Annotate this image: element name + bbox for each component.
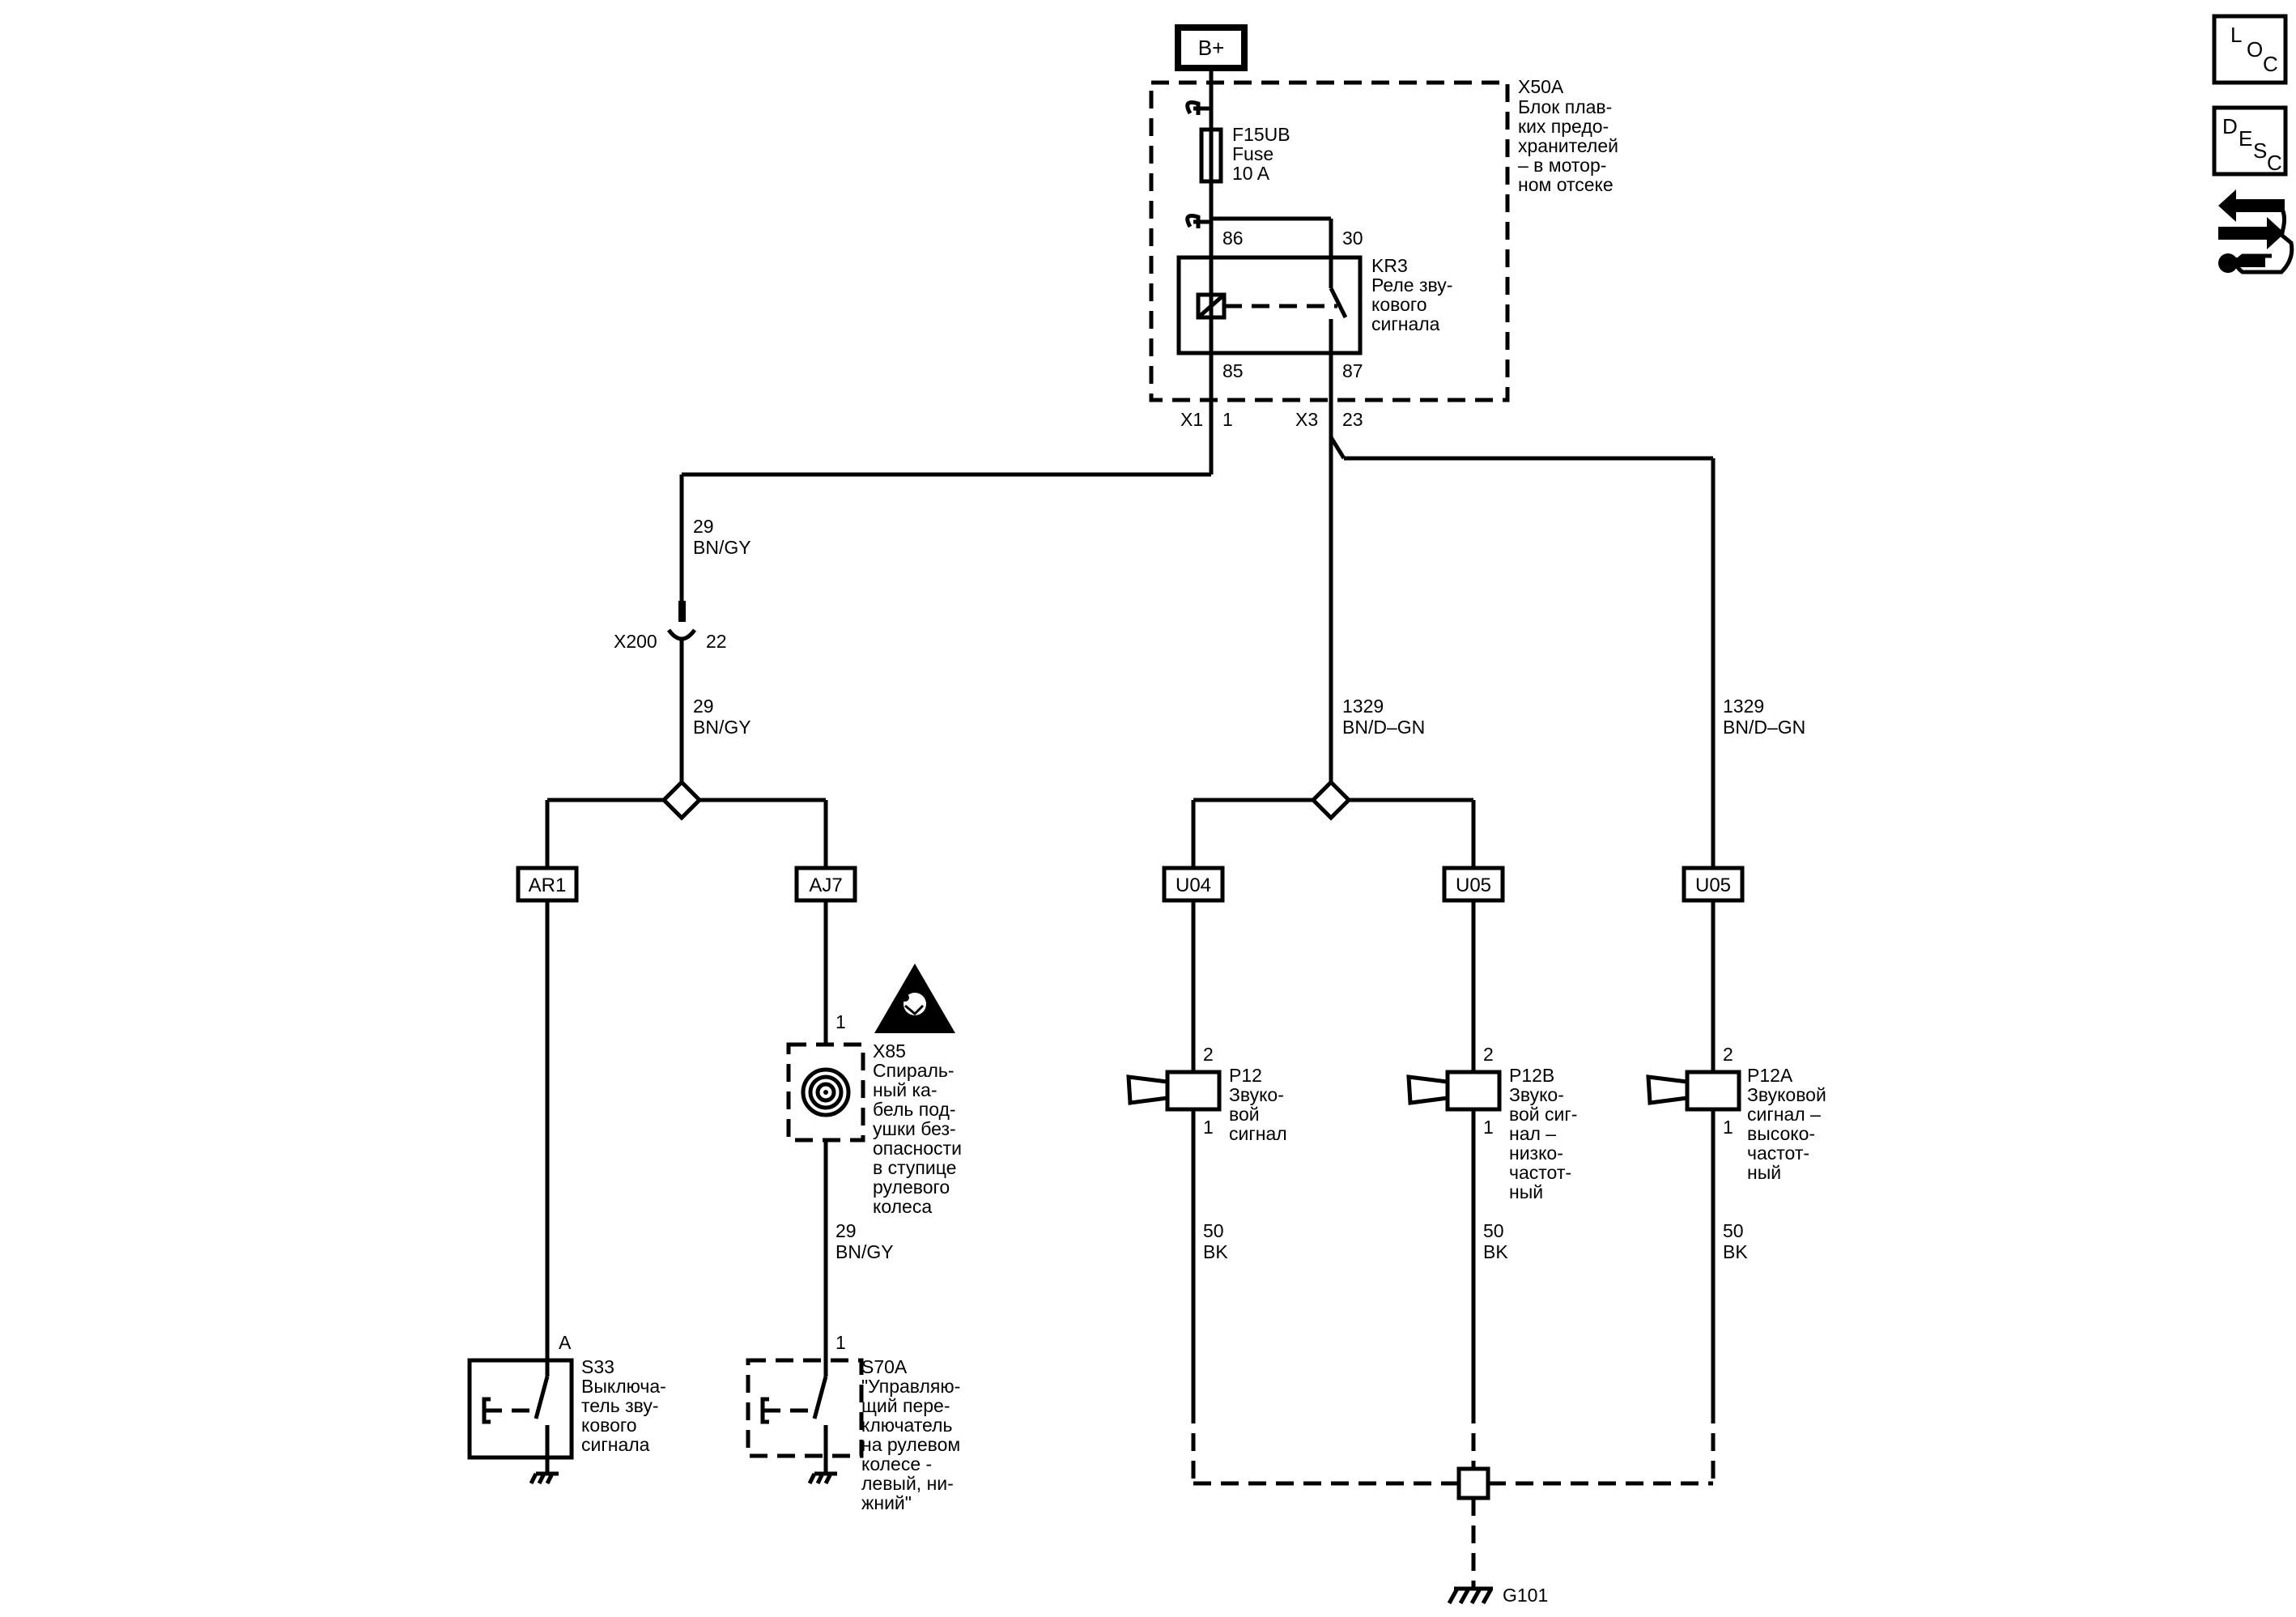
- wire-29-c-color: BN/GY: [835, 1241, 894, 1262]
- wire-29-b-color: BN/GY: [693, 717, 751, 738]
- switch-s33-desc: S33 Выключа- тель зву- кового сигнала: [581, 1356, 671, 1455]
- fuse-rating: 10 A: [1232, 163, 1270, 184]
- fuse-id: F15UB: [1232, 124, 1290, 145]
- battery-positive-terminal: B+: [1175, 24, 1248, 71]
- connector-x1-id: X1: [1180, 409, 1203, 430]
- horn-p12: [1126, 1070, 1222, 1112]
- ground-splice: [1456, 1466, 1490, 1500]
- horn-p12a: [1646, 1070, 1741, 1112]
- loc-c: C: [2263, 52, 2278, 76]
- wire-29-a-color: BN/GY: [693, 537, 751, 558]
- relay-pin-86: 86: [1222, 228, 1244, 249]
- wire-29-b-num: 29: [693, 696, 714, 717]
- wire-29-a-num: 29: [693, 516, 714, 537]
- switch-s70a: [746, 1358, 864, 1458]
- relay-pin-85: 85: [1222, 360, 1244, 381]
- option-u05-low-label: U05: [1456, 874, 1491, 896]
- wire-50-c-color: BK: [1723, 1241, 1748, 1262]
- horn-p12-pin-bottom: 1: [1203, 1117, 1214, 1138]
- wire-1329-b-num: 1329: [1723, 696, 1764, 717]
- wire-50-b-color: BK: [1483, 1241, 1508, 1262]
- fuse-connector-in: [1185, 100, 1201, 115]
- horn-p12b-desc: P12B Звуко- вой сиг- нал – низко- частот…: [1509, 1065, 1583, 1202]
- horn-p12a-pin-top: 2: [1723, 1044, 1733, 1065]
- wire-29-c-num: 29: [835, 1220, 857, 1241]
- splice-right: [1310, 779, 1352, 821]
- horn-p12b-pin-bottom: 1: [1483, 1117, 1494, 1138]
- desc-icon[interactable]: D E S C: [2212, 105, 2288, 177]
- fuse-box-id: X50A: [1518, 76, 1564, 97]
- connector-x200-pin: 22: [706, 631, 727, 652]
- repair-wrench-arrow-icon[interactable]: [2218, 189, 2294, 274]
- relay-pin-30: 30: [1342, 228, 1363, 249]
- wire-50-a-color: BK: [1203, 1241, 1228, 1262]
- connector-x3-id: X3: [1295, 409, 1318, 430]
- connector-x3-pin: 23: [1342, 409, 1363, 430]
- desc-d: D: [2222, 114, 2238, 138]
- ground-id: G101: [1503, 1585, 1548, 1606]
- loc-l: L: [2230, 23, 2242, 47]
- switch-s70a-desc: S70A "Управляю- щий пере- ключатель на р…: [861, 1356, 966, 1513]
- switch-s33-pin: A: [559, 1332, 572, 1353]
- loc-icon[interactable]: L O C: [2212, 14, 2288, 85]
- switch-s70a-pin: 1: [835, 1332, 846, 1353]
- battery-label: B+: [1198, 36, 1225, 60]
- ground-symbol-s33: [529, 1471, 559, 1485]
- loc-o: O: [2247, 37, 2263, 62]
- fuse-box-outline: [1149, 80, 1510, 402]
- switch-s33: [467, 1358, 574, 1460]
- horn-p12-desc: P12 Звуко- вой сигнал: [1229, 1065, 1289, 1144]
- option-ar1-label: AR1: [529, 874, 567, 896]
- fuse-connector-out: [1185, 214, 1201, 228]
- wire-50-b-num: 50: [1483, 1220, 1504, 1241]
- option-u05-high-label: U05: [1695, 874, 1731, 896]
- airbag-warning-icon: [874, 964, 955, 1033]
- connector-x200-male: [678, 601, 686, 622]
- ground-symbol-s70a: [807, 1471, 837, 1485]
- relay-switch-contact: [1329, 287, 1348, 319]
- wire-1329-a-num: 1329: [1342, 696, 1384, 717]
- wire-50-a-num: 50: [1203, 1220, 1224, 1241]
- relay-pin-87: 87: [1342, 360, 1363, 381]
- horn-p12a-desc: P12A Звуковой сигнал – высоко- частот- н…: [1747, 1065, 1831, 1183]
- clockspring-pin: 1: [835, 1011, 846, 1032]
- clockspring-spiral-icon: [801, 1067, 851, 1117]
- wire-50-c-num: 50: [1723, 1220, 1744, 1241]
- desc-s: S: [2253, 138, 2267, 163]
- connector-x200-female: [666, 628, 697, 641]
- connector-x1-pin: 1: [1222, 409, 1233, 430]
- fuse-box-desc: Блок плав- ких предо- хранителей – в мот…: [1518, 96, 1623, 195]
- option-aj7-label: AJ7: [809, 874, 842, 896]
- splice-left: [661, 779, 703, 821]
- horn-p12b-pin-top: 2: [1483, 1044, 1494, 1065]
- clockspring-desc: X85 Спираль- ный ка- бель под- ушки без-…: [873, 1040, 967, 1217]
- ground-symbol-g101: [1447, 1586, 1494, 1605]
- horn-p12a-pin-bottom: 1: [1723, 1117, 1733, 1138]
- option-u04-label: U04: [1176, 874, 1211, 896]
- desc-c: C: [2267, 151, 2282, 175]
- desc-e: E: [2239, 126, 2252, 151]
- fuse-type: Fuse: [1232, 143, 1273, 164]
- horn-p12-pin-top: 2: [1203, 1044, 1214, 1065]
- relay-id-desc: KR3 Реле зву- кового сигнала: [1371, 255, 1458, 334]
- wire-1329-b-color: BN/D–GN: [1723, 717, 1805, 738]
- horn-p12b: [1406, 1070, 1502, 1112]
- relay-kr3: [1176, 255, 1363, 355]
- connector-x200-id: X200: [614, 631, 657, 652]
- wire-1329-a-color: BN/D–GN: [1342, 717, 1425, 738]
